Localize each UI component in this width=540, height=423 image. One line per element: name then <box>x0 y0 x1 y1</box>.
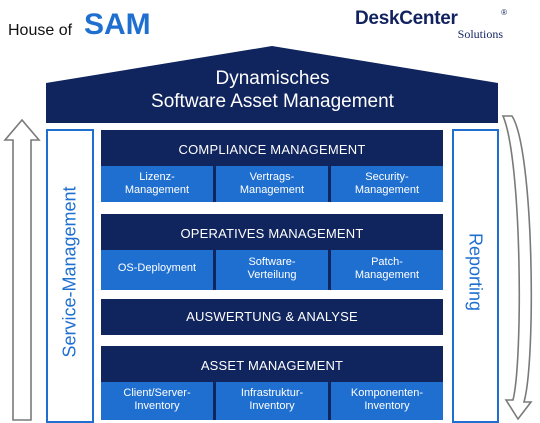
box-line2: Management <box>239 184 305 196</box>
os-deployment-box: OS-Deployment <box>101 250 213 290</box>
box-line1: Security- <box>365 171 409 183</box>
compliance-section: COMPLIANCE MANAGEMENT Lizenz- Management… <box>101 130 443 202</box>
box-line1: Komponenten- <box>350 387 424 399</box>
roof-title-line1: Dynamisches <box>215 68 330 89</box>
operatives-section: OPERATIVES MANAGEMENT OS-Deployment Soft… <box>101 214 443 290</box>
right-pillar-label: Reporting <box>465 232 486 312</box>
logo-wordmark: DeskCenter <box>355 8 458 29</box>
title-prefix: House of <box>8 22 73 39</box>
box-line2: Management <box>354 269 420 281</box>
logo-subtitle: Solutions <box>457 27 503 41</box>
roof-shape <box>46 46 498 123</box>
lizenz-management-box: Lizenz- Management <box>101 166 213 202</box>
security-management-box: Security- Management <box>331 166 443 202</box>
box-line2: Inventory <box>134 400 180 412</box>
box-line1: Software- <box>248 256 296 268</box>
box-line2: Inventory <box>249 400 295 412</box>
box-line1: Client/Server- <box>123 387 191 399</box>
upward-arrow-icon <box>3 118 41 421</box>
box-line1: Patch- <box>371 256 403 268</box>
downward-curved-arrow-icon <box>501 115 533 421</box>
left-pillar-label: Service-Management <box>59 186 80 358</box>
client-server-inventory-box: Client/Server- Inventory <box>101 382 213 420</box>
box-line2: Management <box>124 184 190 196</box>
vertrags-management-box: Vertrags- Management <box>216 166 328 202</box>
deskcenter-logo: DeskCenter ® Solutions <box>355 8 507 42</box>
software-verteilung-box: Software- Verteilung <box>216 250 328 290</box>
right-pillar <box>452 129 499 423</box>
roof-title: Dynamisches Software Asset Management <box>130 67 415 113</box>
roof-title-line2: Software Asset Management <box>151 91 394 112</box>
box-line2: Inventory <box>364 400 410 412</box>
box-line1: OS-Deployment <box>117 262 197 274</box>
box-line2: Management <box>354 184 420 196</box>
patch-management-box: Patch- Management <box>331 250 443 290</box>
box-line1: Infrastruktur- <box>240 387 304 399</box>
compliance-title: COMPLIANCE MANAGEMENT <box>178 142 366 157</box>
box-line1: Lizenz- <box>139 171 175 183</box>
title-main: SAM <box>84 8 151 41</box>
box-line1: Vertrags- <box>249 171 295 183</box>
logo-registered-mark: ® <box>501 8 507 17</box>
asset-management-title: ASSET MANAGEMENT <box>200 358 344 373</box>
operatives-title: OPERATIVES MANAGEMENT <box>180 226 364 241</box>
auswertung-analyse-band: AUSWERTUNG & ANALYSE <box>101 299 443 335</box>
box-line2: Verteilung <box>247 269 297 281</box>
asset-management-section: ASSET MANAGEMENT Client/Server- Inventor… <box>101 346 443 420</box>
komponenten-inventory-box: Komponenten- Inventory <box>331 382 443 420</box>
roof <box>46 46 498 123</box>
infrastruktur-inventory-box: Infrastruktur- Inventory <box>216 382 328 420</box>
